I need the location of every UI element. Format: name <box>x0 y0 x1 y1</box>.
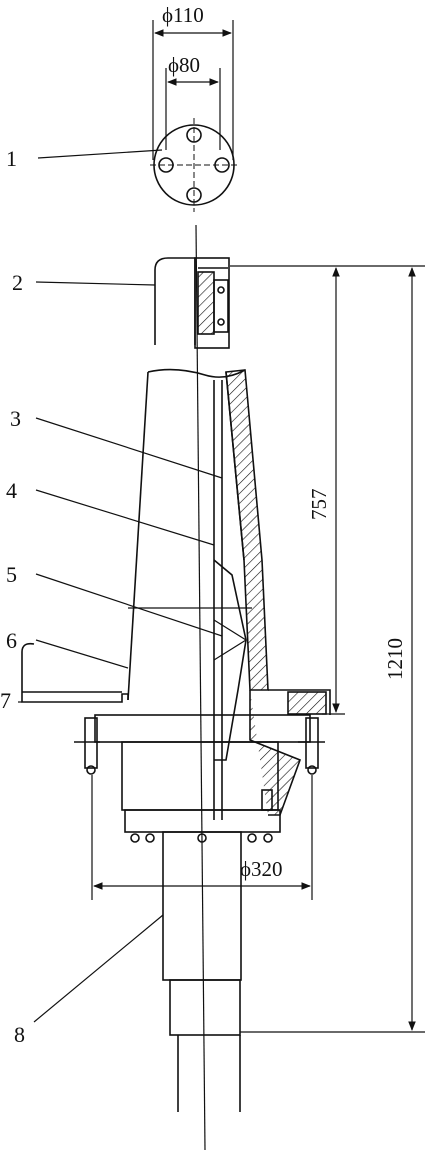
part-label-7: 7 <box>0 688 11 713</box>
dimension-d80: ϕ80 <box>168 53 200 77</box>
flange-diameter-dimension <box>91 775 313 900</box>
top-diameter-dimensions <box>152 20 234 160</box>
dimension-757: 757 <box>307 489 331 521</box>
dimension-d320: ϕ320 <box>240 857 283 881</box>
porcelain-insulator <box>127 368 269 820</box>
dimension-d110: ϕ110 <box>162 3 204 27</box>
dimension-1210: 1210 <box>383 638 407 680</box>
part-label-2: 2 <box>12 270 23 295</box>
terminal-clamp <box>154 257 230 349</box>
centre-line <box>195 224 206 1150</box>
height-dimensions <box>230 265 425 1033</box>
mounting-flange <box>21 642 331 816</box>
terminal-plate-top-view <box>150 118 240 212</box>
part-label-1: 1 <box>6 146 17 171</box>
part-label-8: 8 <box>14 1022 25 1047</box>
part-label-4: 4 <box>6 478 17 503</box>
part-label-5: 5 <box>6 562 17 587</box>
part-label-3: 3 <box>10 406 21 431</box>
cable <box>162 831 242 1112</box>
part-label-6: 6 <box>6 628 17 653</box>
leader-lines <box>18 149 223 1023</box>
